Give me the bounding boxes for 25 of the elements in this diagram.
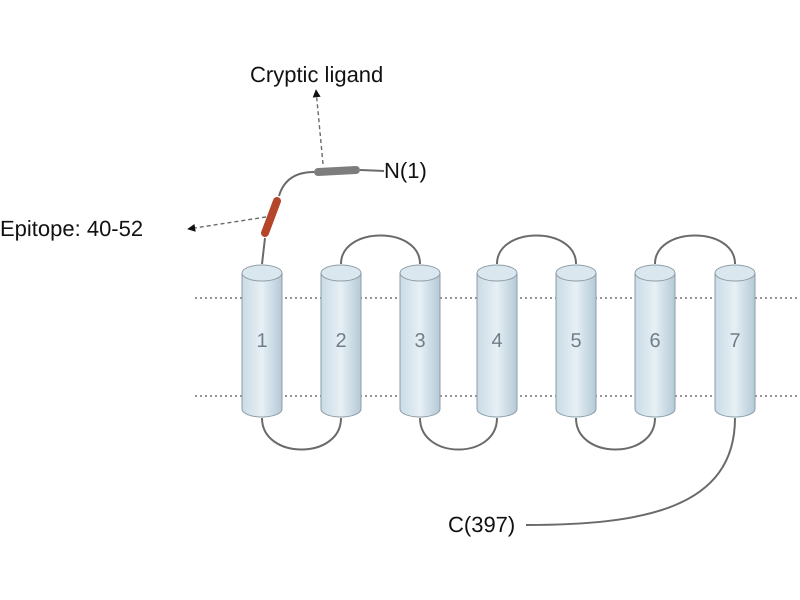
arrow (312, 89, 324, 164)
helix-number: 4 (491, 330, 503, 352)
annotation-label: Cryptic ligand (250, 60, 425, 90)
annotation-label: N(1) (384, 156, 450, 186)
connector-line (360, 169, 384, 172)
peptide-segment (258, 196, 284, 238)
helix-number: 2 (335, 330, 347, 352)
connector-line (526, 418, 736, 526)
helix-number: 7 (729, 330, 741, 352)
arrow (187, 216, 266, 232)
connector-line (419, 418, 498, 450)
annotation-label: C(397) (448, 510, 524, 540)
connector-line (575, 418, 656, 450)
helix-number: 1 (256, 330, 268, 352)
helix-number: 6 (649, 330, 661, 352)
connector-line (278, 171, 314, 196)
connector-line (261, 418, 342, 450)
connector-line (496, 234, 577, 264)
annotation-label: Epitope: 40-52 (0, 214, 184, 244)
connector-line (340, 234, 421, 264)
helix-number: 3 (414, 330, 426, 352)
connector-line (654, 234, 736, 264)
helix-number: 5 (570, 330, 582, 352)
connector-line (261, 238, 266, 264)
peptide-segment (314, 164, 360, 178)
